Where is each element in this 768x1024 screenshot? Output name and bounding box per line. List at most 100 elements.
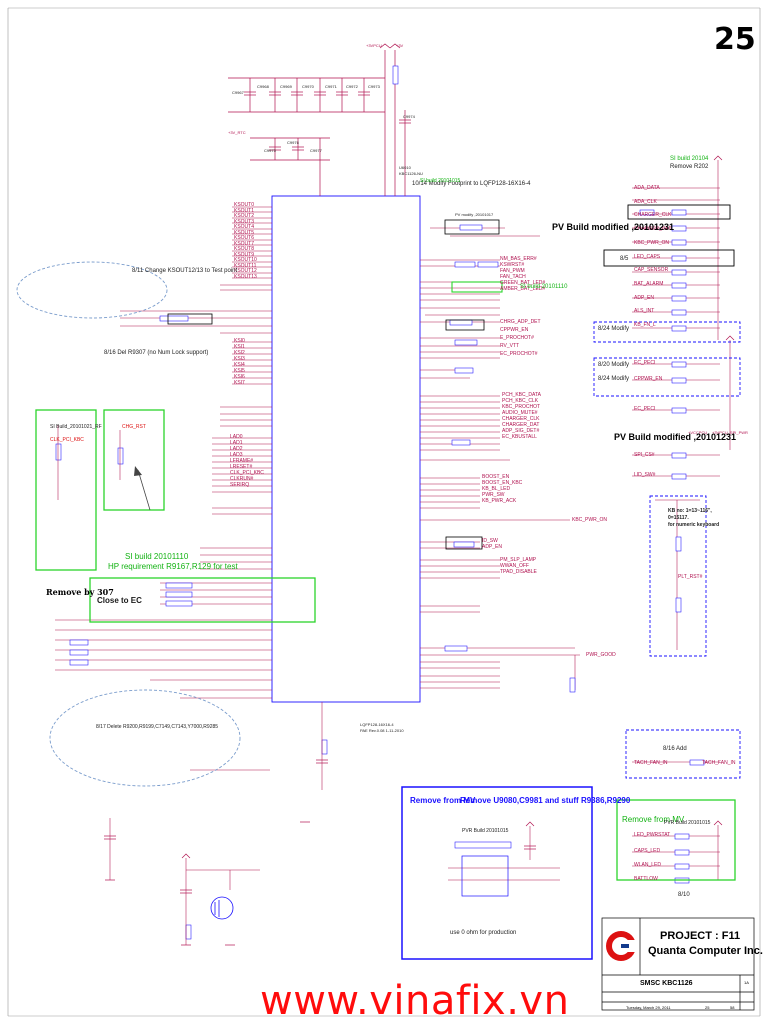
port-label: ADP_EN bbox=[634, 294, 655, 301]
signal-label: AUDIO_MUTE# bbox=[502, 410, 538, 416]
port-label: CHARGER_CLK bbox=[634, 212, 672, 219]
signal-label: KSOUT2 bbox=[234, 213, 255, 219]
signal-label: KSI4 bbox=[234, 362, 245, 368]
port-label: LED_CAPS bbox=[634, 253, 661, 260]
signal-label: KSI1 bbox=[234, 344, 245, 350]
port-label: CHARGER_DAT bbox=[634, 226, 672, 233]
signal-label: RV_VTT bbox=[500, 343, 520, 349]
power-label-3vpcu: +3VPCU bbox=[366, 43, 382, 48]
signal-label: ID_SW bbox=[482, 538, 498, 544]
signal-label: KB_BL_LED bbox=[482, 486, 511, 492]
tach-fan-in-port-2: TACH_FAN_IN bbox=[702, 760, 736, 766]
note-si-build-left: SI Build_20101021_RF bbox=[50, 424, 102, 430]
signal-label: PM_SLP_LAMP bbox=[500, 557, 537, 563]
signal-label: ADP_SIG_DET# bbox=[502, 428, 540, 434]
note-modify-820: 8/20 Modify bbox=[598, 362, 630, 368]
signal-label: NM_BAS_ERR# bbox=[500, 256, 537, 262]
chg-rst-label: CHG_RST bbox=[122, 424, 146, 430]
chip-refdes: U6010 bbox=[399, 165, 411, 170]
note-use-0ohm: use 0 ohm for production bbox=[450, 930, 517, 936]
signal-label: KSOUT9 bbox=[234, 251, 255, 258]
right-port-list: ADA_DATA ADA_CLK CHARGER_CLK CHARGER_DAT… bbox=[634, 182, 672, 333]
signal-label: KBC_PROCHOT bbox=[502, 404, 541, 410]
port-label: BAT_ALARM bbox=[634, 280, 664, 287]
lpc-signal-list: LAD0 LAD1 LAD2 LAD3 LFRAME# LRESET# CLK_… bbox=[230, 434, 264, 488]
dashed-boxes bbox=[16, 261, 741, 787]
title-of: 58 bbox=[730, 1005, 735, 1010]
title-rev: 1A bbox=[744, 980, 749, 985]
title-block bbox=[601, 917, 755, 1011]
plt-rst-port: PLT_RST# bbox=[678, 574, 703, 580]
ic-u9080-body bbox=[461, 855, 509, 897]
cap-ref: C9975 bbox=[264, 148, 276, 153]
frame-border bbox=[7, 7, 761, 1017]
signal-label: LFRAME# bbox=[230, 458, 254, 464]
port-label: ADA_DATA bbox=[634, 185, 660, 191]
signal-label: AMBER_BAT_LED# bbox=[500, 286, 546, 293]
note-keyboard-1: KB no: 1=13~116", bbox=[668, 508, 712, 514]
note-date-810: 8/10 bbox=[678, 892, 690, 898]
signal-label: KSOUT6 bbox=[234, 235, 255, 241]
port-label: EC_PECI bbox=[634, 360, 656, 366]
note-si-build-kb: SI build 20101110 bbox=[520, 284, 568, 290]
watermark-text: www.vinafix.vn bbox=[260, 978, 570, 1024]
chip-pkg-footer1: LQFP128-16X16-4 bbox=[360, 722, 394, 727]
signal-label: KSI0 bbox=[234, 338, 245, 344]
ksi-signal-list: KSI0 KSI1 KSI2 KSI3 KSI4 KSI5 KSI6 KSI7 bbox=[234, 338, 245, 386]
port-label: CPPWR_EN bbox=[634, 376, 663, 382]
right-signal-list-4: BOOST_EN BOOST_EN_KBC KB_BL_LED PWR_SW K… bbox=[482, 474, 522, 504]
note-add-816: 8/16 Add bbox=[663, 746, 687, 752]
port-label: CAP_SENSOR bbox=[634, 267, 669, 274]
signal-label: KSOUT3 bbox=[234, 218, 255, 225]
signal-label: KSWRST# bbox=[500, 262, 525, 269]
port-label: ADA_CLK bbox=[634, 198, 657, 205]
signal-label: KSI5 bbox=[234, 368, 245, 374]
signal-label: E_PROCHOT# bbox=[500, 335, 534, 341]
spi-cs-port: SPI_CS# bbox=[634, 452, 655, 458]
signal-label: PCH_KBC_DATA bbox=[502, 392, 541, 398]
right-signal-list: NM_BAS_ERR# KSWRST# FAN_PWM FAN_TACH GRE… bbox=[500, 256, 545, 293]
note-si-build-green: SI build 20101110 bbox=[125, 552, 189, 561]
si-build-c-note: SI build 20101015 bbox=[420, 178, 461, 184]
note-ksout-test: 8/11 Change KSOUT12/13 to Test point bbox=[132, 268, 238, 274]
port-label: ALS_INT bbox=[634, 308, 655, 315]
note-pv-modified-2: PV Build modified ,20101231 bbox=[614, 432, 737, 442]
cap-ref: C9973 bbox=[368, 84, 380, 89]
cap-ref: C9972 bbox=[346, 84, 358, 89]
signal-label: FAN_TACH bbox=[500, 274, 526, 281]
note-del-r9307: 8/16 Del R9307 (no Num Lock support) bbox=[104, 350, 209, 356]
port-label: EC_PECI bbox=[634, 406, 656, 412]
right-signal-list-6: PM_SLP_LAMP WWAN_OFF TPAD_DISABLE bbox=[500, 557, 537, 575]
power-label-spi: +3VPCU_SPI_PWR bbox=[712, 430, 748, 435]
chip-package-note: 10/14 Modify Footprint to LQFP128-16X16-… bbox=[412, 181, 531, 187]
chip-part: KBC1126-NU bbox=[399, 171, 423, 176]
title-project: PROJECT : F11 bbox=[660, 930, 741, 942]
right-signal-list-5: ID_SW ADP_EN bbox=[482, 538, 502, 550]
note-modify-824b: 8/24 Modify bbox=[598, 376, 630, 382]
power-label-3v: +3V bbox=[396, 43, 404, 48]
signal-label: BOOST_EN bbox=[482, 474, 510, 480]
signal-label: CHARGER_CLK bbox=[502, 416, 540, 422]
signal-label: KSOUT4 bbox=[234, 224, 255, 230]
signal-label: LRESET# bbox=[230, 464, 253, 470]
mosfet-q6 bbox=[210, 896, 234, 920]
cap-ref: C9967 bbox=[232, 90, 244, 95]
signal-label: PCH_KBC_CLK bbox=[502, 398, 539, 404]
signal-label: KSOUT11 bbox=[234, 262, 257, 269]
signal-label: EC_KBUSTALL bbox=[502, 434, 537, 440]
cap-ref: C9976 bbox=[287, 140, 299, 145]
page-number: 25 bbox=[714, 22, 756, 57]
note-delete-817: 8/17 Delete R9200,R9199,C7149,C7143,Y700… bbox=[96, 724, 219, 730]
signal-label: CPPWR_EN bbox=[500, 327, 529, 333]
signal-label: KB_PWR_ACK bbox=[482, 498, 517, 504]
signal-label: KSI2 bbox=[234, 350, 245, 356]
top-cap-bank bbox=[228, 50, 406, 196]
ksout-signal-list: KSOUT0 KSOUT1 KSOUT2 KSOUT3 KSOUT4 KSOUT… bbox=[234, 202, 257, 280]
note-close-to-ec: Close to EC bbox=[97, 596, 142, 605]
battlow-port: BATTLOW bbox=[634, 876, 658, 882]
signal-label: KSOUT7 bbox=[234, 240, 255, 247]
signal-label: WWAN_OFF bbox=[500, 563, 529, 569]
note-date-85: 8/5 bbox=[620, 256, 629, 262]
signal-label: FAN_PWM bbox=[500, 268, 525, 275]
